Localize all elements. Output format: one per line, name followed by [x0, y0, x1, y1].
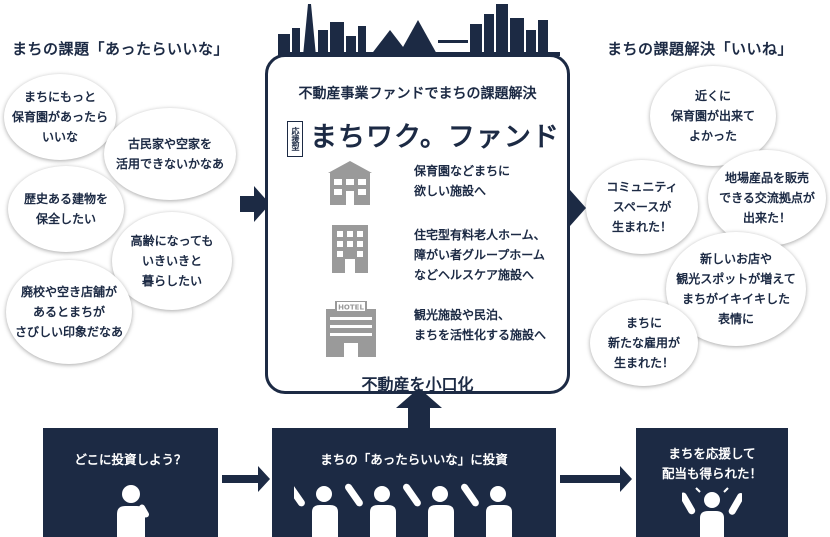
panel-title: 不動産事業ファンドでまちの課題解決: [298, 86, 537, 102]
arrow-right-icon: [556, 190, 586, 226]
right-heading: まちの課題解決「いいね」: [607, 40, 794, 58]
right-bubble: まちに 新たな雇用が 生まれた！: [590, 300, 698, 386]
city-skyline-icon: [278, 4, 560, 56]
left-bubble: 古民家や空家を 活用できないかなあ: [104, 108, 236, 200]
left-bubble: まちにもっと 保育園があったら いいな: [4, 74, 116, 160]
facility-text: 観光施設や民泊、 まちを活性化する施設へ: [414, 308, 547, 342]
left-bubble: 歴史ある建物を 保全したい: [8, 166, 124, 252]
hotel-sign-text: HOTEL: [338, 304, 364, 312]
investor-label: どこに投資しよう？: [74, 452, 187, 467]
school-building-icon: [328, 161, 372, 205]
left-heading: まちの課題「あったらいいな」: [12, 40, 230, 58]
stamp-label: 応援型: [287, 121, 303, 157]
right-bubble: 新しいお店や 観光スポットが増えて まちがイキイキした 表情に: [666, 232, 806, 346]
apartment-building-icon: [332, 225, 368, 273]
left-bubble: 廃校や空き店舗が あるとまちが さびしい印象だなあ: [6, 260, 132, 364]
invest-label: まちの「あったらいいな」に投資: [320, 452, 508, 467]
arrow-up-icon: [396, 388, 442, 430]
thinking-person-icon: [117, 485, 149, 537]
facility-text: 住宅型有料老人ホーム、 障がい者グループホーム などヘルスケア施設へ: [414, 228, 546, 282]
arrow-right-icon: [222, 466, 270, 492]
dividend-label: まちを応援して 配当も得られた！: [661, 446, 762, 481]
fund-panel: 不動産事業ファンドでまちの課題解決 応援型 まちワク。ファンド 保育園などまちに…: [265, 54, 570, 394]
hotel-building-icon: HOTEL: [326, 301, 376, 357]
right-bubble: 近くに 保育園が出来て よかった: [650, 66, 776, 166]
brand-name: まちワク。ファンド: [310, 122, 560, 153]
celebrating-person-icon: [682, 487, 742, 537]
arrow-right-icon: [240, 186, 270, 222]
arrow-right-icon: [560, 466, 632, 492]
dividend-box: まちを応援して 配当も得られた！: [636, 428, 788, 537]
panel-footer: 不動産を小口化: [361, 375, 474, 394]
investor-box: どこに投資しよう？: [43, 428, 218, 537]
left-bubble: 高齢になっても いきいきと 暮らしたい: [112, 212, 232, 310]
invest-box: まちの「あったらいいな」に投資: [272, 428, 556, 537]
cheering-people-icon: [294, 483, 512, 537]
right-bubble: コミュニティ スペースが 生まれた！: [586, 160, 698, 254]
right-bubble: 地場産品を販売 できる交流拠点が 出来た！: [708, 150, 826, 246]
facility-text: 保育園などまちに 欲しい施設へ: [414, 164, 511, 198]
